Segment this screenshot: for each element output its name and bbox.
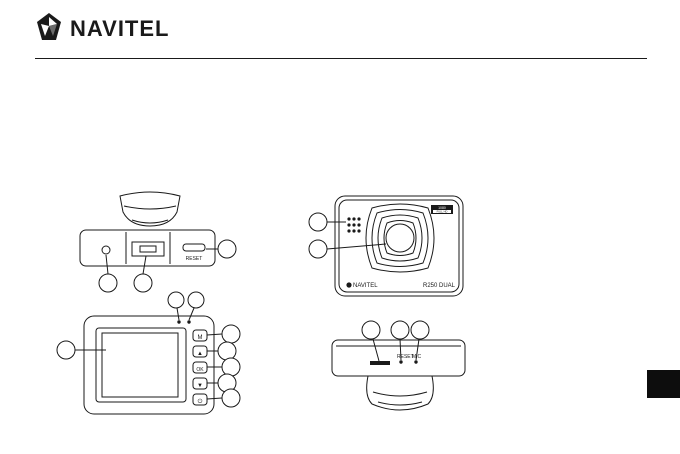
screen [101,332,179,398]
bottom-mount-dome [366,375,434,411]
callout-button-5 [221,388,241,408]
callout-1 [217,239,237,259]
callout-2 [98,273,118,293]
callout-button-3 [221,357,241,377]
callout-screen [56,340,76,360]
mount-socket-icon [101,245,111,255]
sticker-line-2: FULL HD [437,210,448,214]
navitel-small-logo-icon [346,282,352,288]
usb-port [182,243,206,252]
callout-lens [308,239,328,259]
callout-led-2 [187,291,205,309]
model-label: R250 DUAL [423,283,456,289]
svg-text:⏻: ⏻ [198,398,203,405]
svg-text:▼: ▼ [197,383,203,389]
svg-text:M: M [198,335,203,341]
navitel-sphere-logo-icon [37,13,61,40]
callout-sd [361,320,381,340]
speaker-grille-icon [347,217,361,233]
button-power [192,393,208,406]
svg-text:OK: OK [196,367,204,373]
sticker-line-1: 1080 [438,206,446,210]
callout-mic [410,320,430,340]
front-brand-label: NAVITEL [353,283,378,289]
reset-label: RESET [397,354,414,360]
callout-led-1 [167,291,185,309]
brand-wordmark: NAVITEL [70,16,170,41]
page-edge-tab [647,370,680,398]
back-view-diagram: M ▲ OK ▼ ⏻ [56,291,241,415]
svg-text:▲: ▲ [197,351,203,357]
sd-slot [370,361,390,365]
callout-button-2 [217,341,237,361]
top-port-label: RESET [186,256,203,262]
lens-icon [385,223,415,253]
top-view-diagram: RESET [79,191,237,293]
button-menu [192,329,208,342]
callout-3 [133,273,153,293]
hd-sticker [431,205,453,214]
callout-button-1 [221,324,241,344]
header-divider [35,58,647,59]
callout-speaker [308,212,328,232]
front-view-diagram: 1080 FULL HD NAVITEL R250 DUAL [308,195,464,297]
callout-reset [390,320,410,340]
page-header: NAVITEL [0,0,680,60]
bottom-view-diagram: RESET MIC [331,320,466,411]
